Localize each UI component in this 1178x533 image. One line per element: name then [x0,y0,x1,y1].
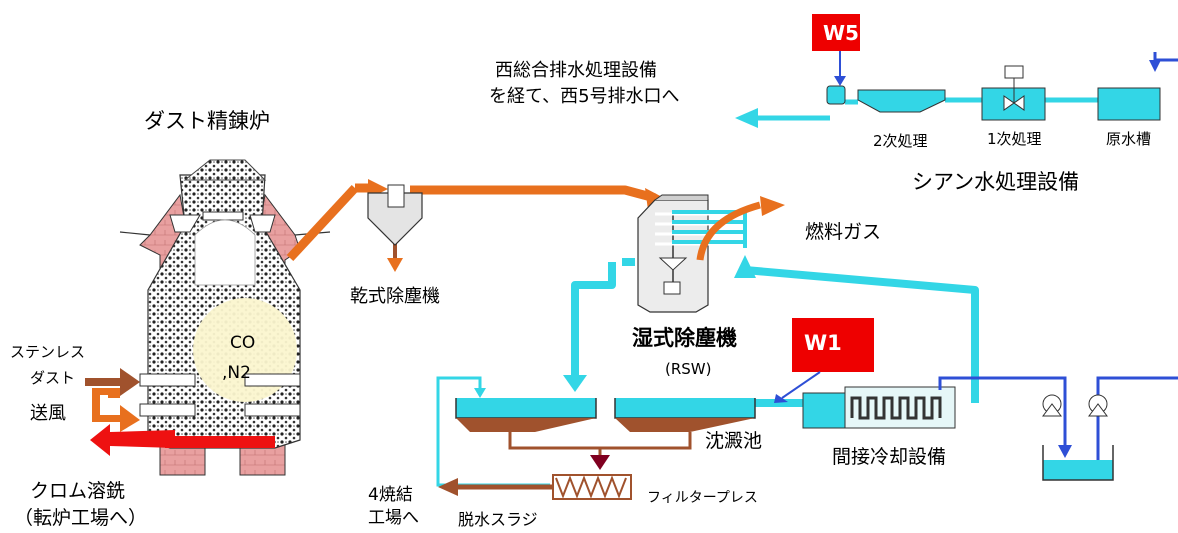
secondary-treatment-tank [857,89,946,113]
dry-dust-collector [367,184,423,246]
filter-press [552,474,632,500]
cyanide-water-line [755,97,1155,121]
sampling-valve [826,85,846,105]
gas-label-n2: ,N2 [222,363,251,383]
furnace-title: ダスト精錬炉 [144,109,270,133]
sintering-label-2: 工場へ [368,508,419,528]
dry-dust-collector-label: 乾式除塵機 [350,286,440,307]
blast-input-arrow [92,388,140,432]
dust-smelting-furnace [119,159,331,476]
cooling-water-tank [1042,445,1114,481]
indirect-cooling-label: 間接冷却設備 [832,446,946,468]
chrome-iron-output-arrow [90,424,175,456]
blast-label: 送風 [30,403,66,424]
chrome-iron-label-1: クロム溶銑 [30,480,125,502]
cyanide-facility-label: シアン水処理設備 [912,170,1079,194]
gas-flow-line [286,183,657,262]
settling-pond-label: 沈澱池 [705,430,762,452]
indirect-cooling-unit [802,386,956,429]
water-circulation-line [571,258,979,407]
cooling-water-line [938,376,1178,460]
raw-tank-label: 原水槽 [1106,130,1151,148]
w5-label: W5 [823,21,859,45]
sampling-point-w5: W5 [812,14,860,86]
discharge-label-2: を経て、西5号排水口へ [489,86,680,107]
filter-press-label: フィルタープレス [647,490,758,506]
stainless-dust-label-1: ステンレス [10,343,85,361]
pump-icon [1042,394,1062,417]
gas-label-co: CO [230,333,255,353]
rsw-label: (RSW) [665,360,711,378]
dewatered-sludge-label: 脱水スラジ [458,510,538,529]
settling-pond [455,398,756,470]
secondary-treatment-label: 2次処理 [873,132,928,150]
chrome-iron-label-2: （転炉工場へ） [14,507,147,529]
fuel-gas-line [696,201,761,261]
discharge-label-1: 西総合排水処理設備 [495,60,657,81]
primary-treatment-label: 1次処理 [987,130,1042,148]
w1-label: W1 [804,331,842,355]
primary-treatment-tank [981,65,1046,121]
sintering-label-1: 4焼結 [368,485,413,505]
fuel-gas-label: 燃料ガス [805,221,881,243]
stainless-dust-label-2: ダスト [30,369,75,387]
wet-dust-collector-label: 湿式除塵機 [632,326,737,350]
raw-water-tank [1097,87,1161,121]
stainless-dust-input-arrow [85,368,140,396]
pump-icon [1088,394,1108,417]
sampling-point-w1: W1 [774,318,874,403]
